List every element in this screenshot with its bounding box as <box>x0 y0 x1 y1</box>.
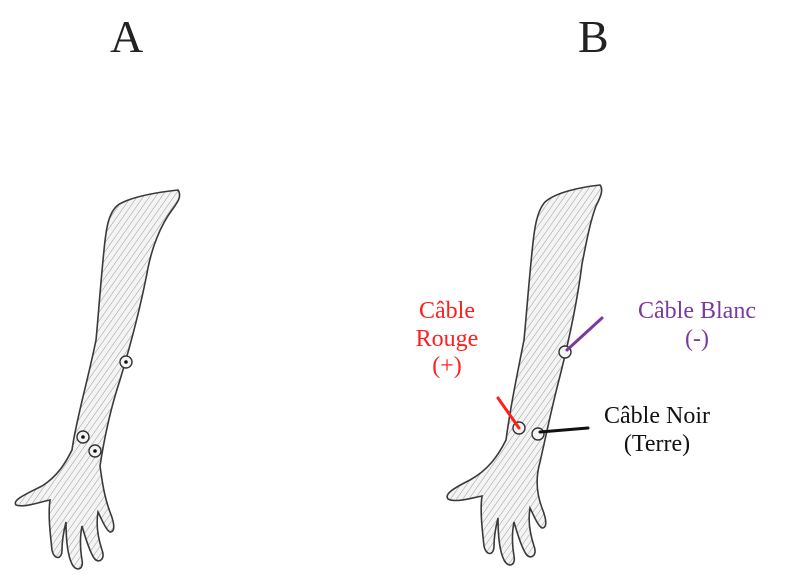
red-cable-label-line1: Câble <box>392 298 502 326</box>
arm-a <box>15 190 179 569</box>
electrode-a-2-dot <box>81 435 85 439</box>
arm-a-outline <box>15 190 179 569</box>
white-cable-label: Câble Blanc (-) <box>613 298 781 353</box>
red-cable-label-line3: (+) <box>392 353 502 381</box>
red-cable-label-line2: Rouge <box>392 326 502 354</box>
red-cable-label: Câble Rouge (+) <box>392 298 502 381</box>
electrode-a-3-dot <box>93 449 97 453</box>
white-cable-label-line2: (-) <box>613 326 781 354</box>
electrode-a-1-dot <box>124 360 128 364</box>
electrode-b-black <box>532 428 544 440</box>
black-cable-label-line2: (Terre) <box>582 431 732 459</box>
black-cable-label-line1: Câble Noir <box>582 403 732 431</box>
black-cable-label: Câble Noir (Terre) <box>582 403 732 458</box>
white-cable-label-line1: Câble Blanc <box>613 298 781 326</box>
